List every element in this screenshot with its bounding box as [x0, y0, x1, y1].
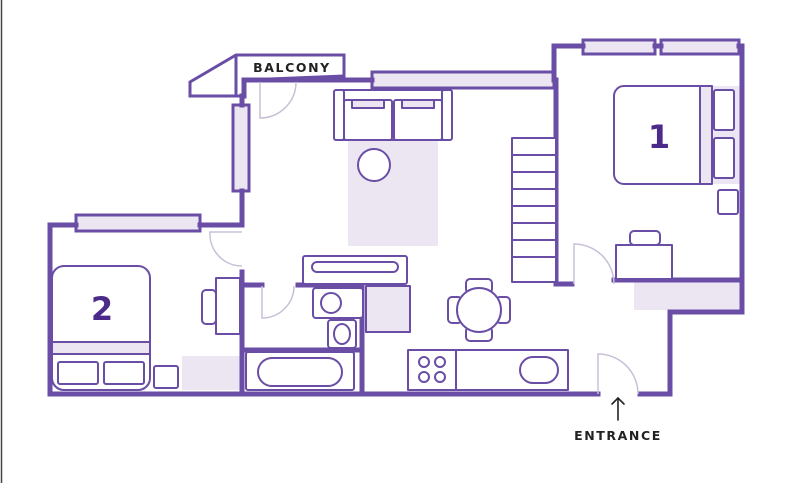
desk-bedroom-1 [615, 230, 673, 280]
door-bathroom [261, 285, 295, 319]
door-bedroom-2 [209, 231, 243, 267]
entrance-label: ENTRANCE [574, 428, 662, 443]
window-bedroom-1-a [581, 38, 657, 56]
door-bedroom-1 [573, 243, 615, 285]
sofa [333, 89, 453, 141]
desk-bedroom-2 [201, 277, 241, 335]
coffee-table [357, 148, 391, 182]
staircase [511, 137, 557, 283]
bedroom-2-number: 2 [91, 290, 113, 328]
bedroom-1-shelf [634, 280, 744, 310]
bathroom-fixtures [245, 255, 411, 391]
window-bedroom-1-b [659, 38, 741, 56]
bedroom-2-shelf [182, 356, 240, 390]
kitchen [407, 349, 569, 391]
bed-bedroom-2 [51, 265, 179, 391]
bathroom-cabinet [367, 286, 411, 332]
bed-bedroom-1 [613, 85, 739, 215]
arrow-up-icon [611, 396, 625, 421]
balcony-label: BALCONY [253, 60, 331, 75]
door-balcony [259, 81, 297, 119]
window-hall [231, 103, 251, 193]
bedroom-1-number: 1 [648, 118, 670, 156]
window-living [370, 70, 556, 90]
walls [47, 43, 745, 397]
window-bedroom-2 [74, 213, 202, 233]
door-entrance [597, 353, 639, 395]
dining-table [447, 278, 511, 342]
furniture [51, 85, 739, 391]
doors [209, 81, 639, 395]
